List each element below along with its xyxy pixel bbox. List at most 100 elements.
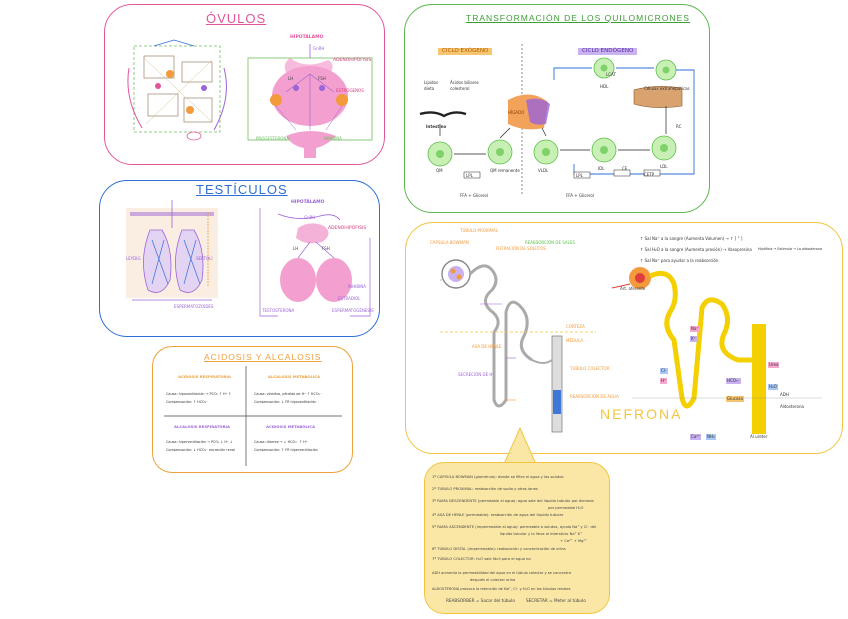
nefrona-colector-label: TÚBULO COLECTOR (570, 366, 610, 371)
bubble-foot-1: REABSORBER = Sacar del túbulo (446, 598, 515, 603)
testiculos-testosterona: TESTOSTERONA (262, 308, 295, 313)
quilo-vldl: VLDL (538, 168, 549, 173)
nefrona-left-diagram (440, 259, 596, 433)
testiculos-anatomy-diagram (126, 200, 218, 301)
ion-tag: HCO₃⁻ (726, 378, 741, 384)
ion-tag: Glucosa (726, 396, 744, 402)
quilomicrones-panel (404, 4, 710, 213)
ovulos-estrogenos: ESTRÓGENOS (336, 88, 364, 93)
ion-tag: Na⁺ (690, 326, 700, 332)
quilo-ffa2: FFA + Glicerol (566, 193, 594, 198)
quilo-cycle-diagram (419, 44, 695, 194)
nefrona-aldo-label: Aldosterona (780, 404, 804, 409)
quilo-qm: QM (436, 168, 443, 173)
ovulos-cycle-diagram (127, 39, 227, 141)
quilo-higado: HÍGADO (508, 110, 525, 115)
bubble-item-5: 5º RAMA ASCENDENTE (impermeable al agua)… (432, 525, 597, 529)
ovulos-gnrh: GnRH (313, 46, 325, 51)
bubble-item-6: 6º TÚBULO DISTAL (impermeable): reabsorc… (432, 547, 566, 551)
quilo-lpl: LPL (466, 173, 473, 178)
acidosis-cross-lines (164, 366, 342, 466)
acidosis-q3-line1: Causa: hiperventilación → PCO₂ ↓ H⁺ ↓ (166, 440, 233, 444)
ovulos-adenohipofisis: ADENOHIPÓFISIS (333, 58, 372, 63)
acidosis-panel (152, 346, 353, 473)
ion-tag: H₂O (768, 384, 778, 390)
quilo-lpl-endo: LPL (576, 173, 583, 178)
acidosis-title: ACIDOSIS Y ALCALOSIS (204, 352, 322, 362)
acidosis-q4-line1: Causa: diarrea → ↓ HCO₃⁻ ↑ H⁺ (254, 440, 308, 444)
ovulos-lh: LH (288, 76, 294, 81)
quilo-ce: CE (622, 166, 628, 171)
bubble-tail (503, 426, 537, 465)
ion-tag: Urea (768, 362, 780, 368)
nefrona-hormone-2: ↑ Sal H₂O a la sangre (Aumenta presión) … (640, 247, 752, 252)
testiculos-adenohipofisis: ADENOHIPÓFISIS (328, 226, 367, 231)
quilo-exogeno-label: CICLO EXÓGENO (438, 48, 493, 55)
acidosis-q2-title: ALCALOSIS METABÓLICA (268, 374, 321, 379)
acidosis-q4-line2: Compensación: ↑ FR hiperventilación (254, 448, 318, 452)
quilo-qmr: QM remanente (490, 168, 520, 173)
testiculos-espermatozoides: ESPERMATOZOIDES (174, 304, 214, 309)
quilo-ldl: LDL (660, 164, 668, 169)
nefrona-adh-label: ADH (780, 392, 789, 397)
ion-tag: H⁺ (660, 378, 668, 384)
quilo-intestino: Intestino (426, 124, 447, 129)
nefrona-capsula-label: CÁPSULA BOWMAN (430, 240, 469, 245)
nefrona-reabsorcion-sales: REABSORCIÓN DE SALES (525, 240, 575, 245)
acidosis-q2-line2: Compensación: ↓ FR hipoventilación (254, 400, 317, 404)
bubble-item-1: 1º CÁPSULA BOWMAN (glomérulo): donde se … (432, 475, 564, 479)
nefrona-hormone-side: Hipófisis → Estimula → La aldosterona (758, 247, 823, 251)
acidosis-q4-title: ACIDOSIS METABÓLICA (266, 424, 316, 429)
testiculos-inhibina: INHIBINA (348, 284, 367, 289)
ovulos-hormone-diagram (247, 44, 373, 158)
testiculos-lh: LH (293, 246, 299, 251)
nefrona-hormone-1: ↑ Sal Na⁺ a la sangre (Aumenta Volumen) … (640, 236, 743, 241)
ion-tag: Ca²⁺ (690, 434, 701, 440)
quilo-endogeno-label: CICLO ENDÓGENO (578, 48, 638, 55)
testiculos-gnrh: GnRH (304, 215, 316, 220)
bubble-note-1b: después el colector orina (470, 578, 516, 582)
nefrona-secrecion-label: SECRECIÓN DE H⁺ (458, 372, 495, 377)
ovulos-hipotalamo: HIPOTÁLAMO (290, 35, 324, 40)
quilo-acidos: Ácidos biliares colesterol (450, 80, 479, 91)
bubble-foot-2: SECRETAR = Meter al túbulo (526, 598, 586, 603)
bubble-item-7: 7º TÚBULO COLECTOR: H₂O sale fácil para … (432, 557, 531, 561)
ovulos-progesterona: PROGESTERONA (256, 136, 290, 141)
ion-tag: K⁺ (690, 336, 697, 342)
nefrona-filtracion-label: FILTRACIÓN DE SOLUTOS (496, 246, 546, 251)
bubble-item-2: 2º TÚBULO PROXIMAL: reabsorción de sodio… (432, 487, 538, 491)
quilo-rc: RC (676, 124, 682, 129)
ion-tag: NH₃ (706, 434, 716, 440)
bubble-item-5c: + Ca²⁺ + Mg²⁺ (560, 539, 587, 543)
acidosis-q3-line2: Compensación: ↓ HCO₃⁻ excreción renal (166, 448, 235, 452)
quilo-cetp: CETP (644, 172, 655, 177)
acidosis-q3-title: ALCALOSIS RESPIRATORIA (174, 424, 230, 429)
quilo-ffa: FFA + Glicerol (460, 193, 488, 198)
quilo-hdl: HDL (600, 84, 609, 89)
ovulos-inhibina: INHIBINA (324, 136, 343, 141)
acidosis-q1-line2: Compensación: ↑ HCO₃⁻ (166, 400, 208, 404)
testiculos-fsh: FSH (322, 246, 330, 251)
quilo-lcat: LCAT (606, 72, 616, 77)
nefrona-corteza-label: CORTEZA (566, 324, 585, 329)
bubble-note-1: ADH aumenta la permeabilidad del agua en… (432, 571, 572, 575)
nefrona-panel (405, 222, 843, 454)
ion-tag: Cl⁻ (660, 368, 669, 374)
quilo-idl: IDL (598, 166, 605, 171)
nefrona-right-diagram (611, 267, 822, 434)
acidosis-q2-line1: Causa: vómitos, pérdida de H⁺ ↑ HCO₃⁻ (254, 392, 322, 396)
quilo-tejidos: Células extrahepáticas (644, 86, 690, 91)
testiculos-espermatogenesis: ESPERMATOGÉNESIS (332, 308, 374, 313)
nefrona-title: NEFRONA (600, 406, 683, 422)
bubble-note-2: ALDOSTERONA provoca la retención de Na⁺,… (432, 587, 571, 591)
bubble-item-3: 3º RAMA DESCENDENTE (permeable al agua):… (432, 499, 594, 503)
nefrona-reabsorcion-agua: REABSORCIÓN DE AGUA (570, 394, 619, 399)
quilo-lipidos: Lípidos dieta (424, 80, 439, 91)
testiculos-hormone-diagram (259, 208, 371, 317)
ovulos-title: ÓVULOS (206, 11, 267, 26)
testiculos-title: TESTÍCULOS (196, 182, 288, 197)
ovulos-fsh: FSH (318, 76, 326, 81)
nefrona-orina-label: Al ureter (750, 434, 768, 439)
nefrona-medula-label: MÉDULA (566, 338, 584, 343)
nefrona-arteria-label: Art. aferente (620, 286, 646, 291)
